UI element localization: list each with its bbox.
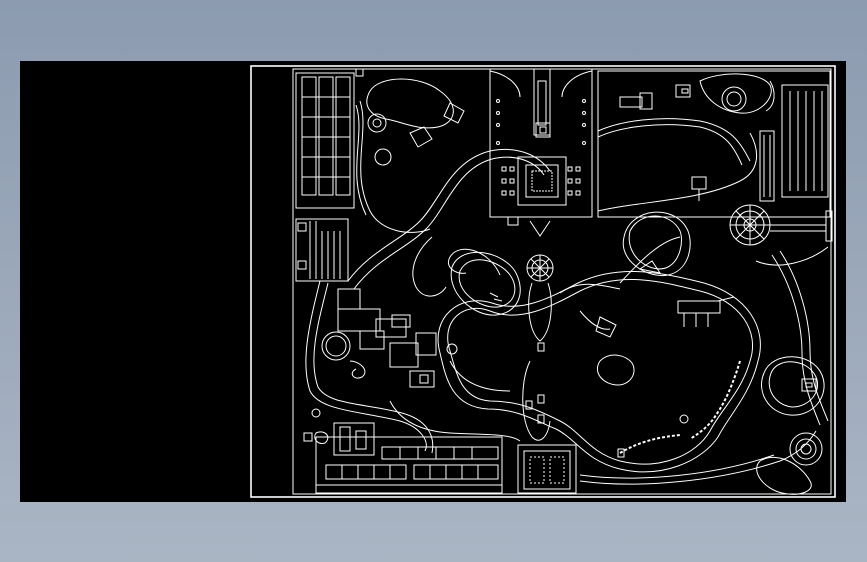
west-main-path	[305, 280, 427, 452]
rock-shoreline-south	[619, 434, 681, 454]
west-building-cluster	[321, 288, 458, 388]
main-lake	[447, 278, 754, 465]
south-building-strip	[315, 436, 503, 494]
nw-round-pavilion	[367, 113, 387, 133]
ne-parking-lot	[759, 84, 829, 202]
central-north-plaza	[489, 68, 593, 218]
cad-viewport[interactable]	[20, 61, 846, 502]
lake-island	[596, 354, 635, 386]
ne-buildings	[619, 73, 775, 114]
greenhouse-block-nw	[295, 72, 355, 209]
park-master-plan-drawing	[250, 65, 836, 498]
south-plaza-grid	[517, 444, 577, 494]
central-west-pond	[458, 259, 516, 308]
sheet-frame	[250, 65, 836, 498]
gate-marker	[355, 68, 364, 77]
rock-shoreline-east	[689, 360, 741, 440]
west-entrance-steps	[295, 218, 349, 282]
lakeside-pier	[677, 296, 735, 327]
nw-pond	[366, 78, 454, 129]
